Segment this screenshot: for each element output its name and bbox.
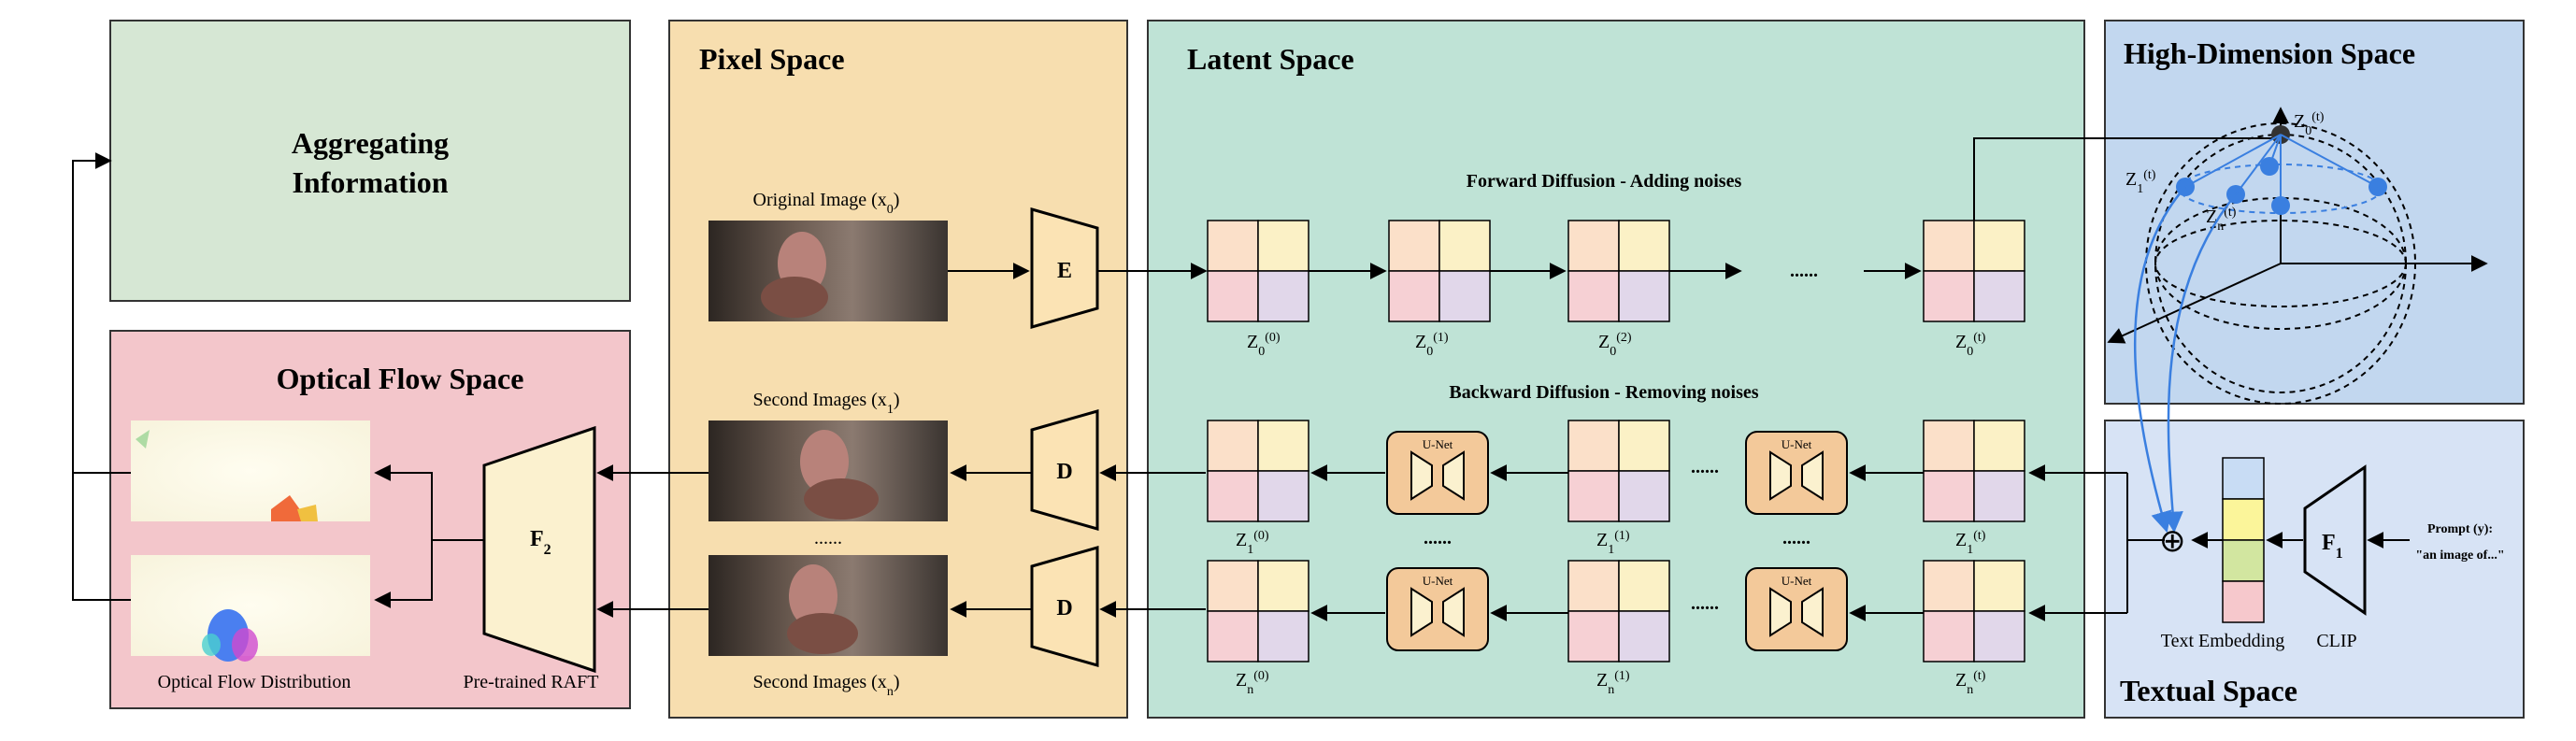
latent-z0-1-label: Z0(1) (1415, 331, 1449, 359)
unet-dots-2: ...... (1782, 528, 1810, 549)
forward-diffusion-label: Forward Diffusion - Adding noises (1467, 171, 1742, 192)
optical-flow-title: Optical Flow Space (277, 362, 524, 395)
latent-z0-0 (1207, 220, 1309, 322)
aggregating-title-line2: Information (292, 165, 448, 199)
latent-zn-t-label: Zn(t) (1955, 669, 1986, 697)
f2-label: F2 (530, 527, 551, 558)
pretrained-raft-label: Pre-trained RAFT (464, 672, 599, 692)
aggregation-line-bottom (72, 473, 131, 601)
encoder-block (1030, 207, 1099, 329)
decoder-label-1: D (1056, 460, 1072, 484)
decoder-block-1 (1030, 409, 1099, 531)
latent-z0-2 (1567, 220, 1670, 322)
latent-z0-0-label: Z0(0) (1247, 331, 1281, 359)
z1t-to-plus-curve (2133, 186, 2186, 534)
z0t-to-highdim-line (1973, 137, 2281, 221)
latent-zn-0-label: Zn(0) (1236, 669, 1269, 697)
backward-diffusion-label: Backward Diffusion - Removing noises (1449, 382, 1758, 403)
aggregating-title-line1: Aggregating (292, 126, 449, 160)
z0t-to-zn-line (2235, 134, 2282, 195)
unet-block-1a (1386, 431, 1489, 515)
second-image-n (708, 555, 948, 656)
latent-z0-t (1923, 220, 2025, 322)
unet-block-nb (1745, 567, 1848, 651)
decoder-block-n (1030, 546, 1099, 667)
bwd1-dots: ...... (1691, 457, 1719, 477)
f1-clip-block (2303, 464, 2367, 616)
aggregation-arrow (72, 152, 131, 474)
second-images-1-label: Second Images (x1) (753, 390, 900, 417)
z0t-to-p2-line (2268, 134, 2282, 167)
prompt-value: "an image of..." (2415, 549, 2504, 563)
z0t-label: Z0(t) (2294, 110, 2325, 138)
unet-label-1a: U-Net (1423, 437, 1453, 451)
optical-flow-image-2 (131, 555, 370, 662)
unet-block-na (1386, 567, 1489, 651)
cond-branch-line (2126, 473, 2165, 613)
unet-label-1b: U-Net (1782, 437, 1812, 451)
f1-label: F1 (2322, 531, 2343, 562)
latent-z1-0-label: Z1(0) (1236, 529, 1269, 557)
optical-flow-image-1 (131, 420, 370, 521)
unet-block-1b (1745, 431, 1848, 515)
unet-label-nb: U-Net (1782, 574, 1812, 588)
second-image-1 (708, 420, 948, 521)
second-images-n-label: Second Images (xn) (753, 672, 900, 699)
high-dimension-title: High-Dimension Space (2124, 36, 2415, 70)
unet-dots-1: ...... (1424, 528, 1452, 549)
latent-z1-t (1923, 420, 2025, 522)
decoder-label-n: D (1056, 596, 1072, 620)
bwdn-dots: ...... (1691, 593, 1719, 614)
fwd-dots: ...... (1790, 261, 1818, 281)
latent-z1-0 (1207, 420, 1309, 522)
latent-z0-t-label: Z0(t) (1955, 331, 1986, 359)
pixel-space-title: Pixel Space (699, 42, 845, 76)
latent-z0-1 (1388, 220, 1491, 322)
clip-label: CLIP (2316, 631, 2356, 651)
latent-space-title: Latent Space (1187, 42, 1354, 76)
z0t-to-z1-line (2184, 134, 2282, 188)
textual-space-title: Textual Space (2120, 674, 2297, 707)
aggregating-panel (109, 20, 631, 302)
latent-z1-1 (1567, 420, 1670, 522)
text-embedding-stack (2222, 457, 2265, 623)
latent-z0-2-label: Z0(2) (1598, 331, 1632, 359)
znt-label: Zn(t) (2206, 206, 2237, 234)
latent-zn-1-label: Zn(1) (1596, 669, 1630, 697)
z0t-to-p3-line (2280, 134, 2379, 188)
f2-to-flow-arrow-2 (374, 540, 433, 608)
f2-to-flow-arrows (374, 464, 484, 541)
latent-z1-t-label: Z1(t) (1955, 529, 1986, 557)
original-image-label: Original Image (x0) (753, 190, 900, 217)
latent-zn-t (1923, 560, 2025, 663)
optical-flow-distribution-label: Optical Flow Distribution (158, 672, 351, 692)
latent-zn-0 (1207, 560, 1309, 663)
latent-zn-1 (1567, 560, 1670, 663)
latent-z1-1-label: Z1(1) (1596, 529, 1630, 557)
original-image (708, 221, 948, 321)
prompt-label: Prompt (y): (2427, 522, 2493, 536)
znt-to-plus-curve (2162, 193, 2237, 534)
z1t-label: Z1(t) (2125, 168, 2156, 196)
f2-raft-block (482, 425, 596, 674)
plus-operator: ⊕ (2159, 524, 2186, 559)
unet-label-na: U-Net (1423, 574, 1453, 588)
encoder-label: E (1057, 259, 1072, 283)
text-embedding-label: Text Embedding (2161, 631, 2284, 651)
pixel-dots: ...... (814, 528, 842, 549)
